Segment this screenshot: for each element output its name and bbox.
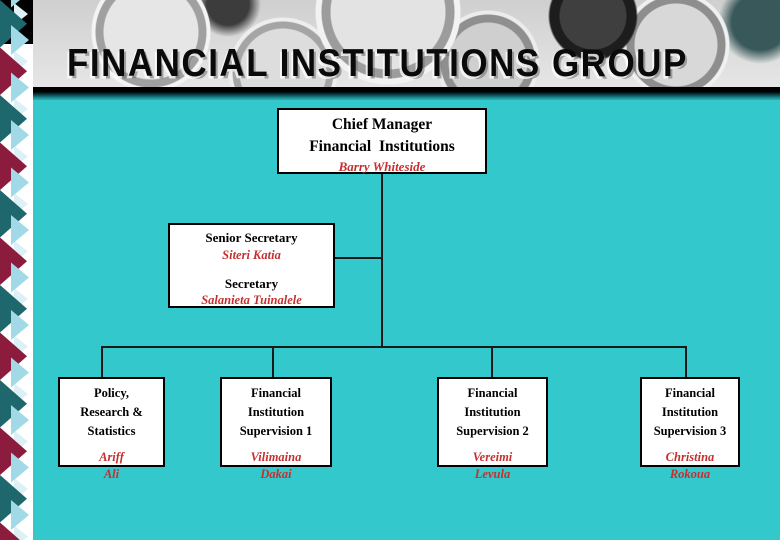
header-coins-banner: FINANCIAL INSTITUTIONS GROUP [33,0,780,87]
secretary-group: Senior Secretary Siteri Katia [170,229,333,263]
person-name-line: Ariff [99,450,124,465]
role-title: Secretary [224,275,279,291]
connector-drop-fis1 [272,347,274,377]
secretary-group: Secretary Salanieta Tuinalele [170,275,333,309]
sidebar-triangle-strip [0,0,33,540]
person-name-line: Vereimi [472,450,513,465]
sidebar-triangle-pattern [0,0,33,540]
page-title: FINANCIAL INSTITUTIONS GROUP [67,42,688,85]
person-name: Ariff Ali [60,449,163,482]
person-name: Christina Rokoua [642,449,738,482]
connector-drop-policy [101,347,103,377]
person-name: Barry Whiteside [338,159,426,174]
person-name: Salanieta Tuinalele [201,293,302,308]
dept-title-line: Financial [664,386,715,400]
person-name: Vilimaina Dakai [222,449,330,482]
org-box-chief-manager: Chief Manager Financial Institutions Bar… [277,108,487,174]
dept-title-line: Institution [247,404,305,419]
dept-title-line: Supervision 1 [239,423,313,438]
dept-title-line: Institution [661,404,719,419]
role-title: Senior Secretary [205,230,298,245]
person-name-line: Rokoua [669,466,711,481]
person-name: Vereimi Levula [439,449,546,482]
person-name-line: Dakai [260,466,292,481]
person-name-line: Ali [103,466,120,481]
person-name-line: Levula [474,466,511,481]
header-divider-bar [33,87,780,100]
dept-title-line: Statistics [87,423,136,438]
dept-title-line: Financial [467,386,518,400]
role-title: Chief Manager [331,116,433,133]
org-box-secretariat: Senior Secretary Siteri Katia Secretary … [168,223,335,308]
org-box-fi-supervision-2: Financial Institution Supervision 2 Vere… [437,377,548,481]
dept-title-line: Supervision 3 [653,423,727,438]
person-name-line: Christina [665,450,715,465]
dept-title-line: Institution [464,404,521,419]
dept-title-line: Policy, [93,386,130,400]
org-box-fi-supervision-3: Financial Institution Supervision 3 Chri… [640,377,740,481]
person-name-line: Vilimaina [250,450,302,465]
connector-main-horizontal [101,346,687,348]
org-box-policy-research-statistics: Policy, Research & Statistics Ariff Ali [58,377,165,481]
role-title: Financial Institutions [309,138,455,155]
connector-root-vertical [381,173,383,347]
org-box-fi-supervision-1: Financial Institution Supervision 1 Vili… [220,377,332,481]
dept-title-line: Research & [80,404,143,419]
person-name: Siteri Katia [222,247,281,262]
connector-drop-fis3 [685,347,687,377]
connector-drop-fis2 [491,347,493,377]
connector-secretary-horizontal [335,257,381,259]
dept-title-line: Financial [250,386,301,400]
sidebar-triangles [0,0,33,540]
dept-title-line: Supervision 2 [456,423,529,438]
